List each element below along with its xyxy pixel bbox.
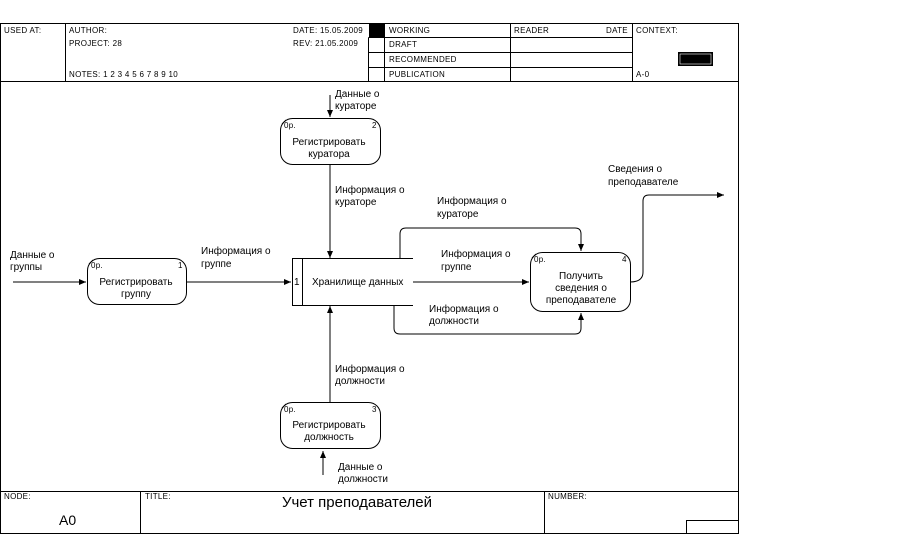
- arrow-store-info-position: [393, 306, 584, 335]
- box-curator-label-2: куратора: [308, 149, 350, 160]
- process-box-register-group[interactable]: 0р. 1 Регистрировать группу: [87, 258, 187, 305]
- box-curator-tag: 0р.: [284, 121, 296, 130]
- status-recommended: RECOMMENDED: [389, 55, 457, 64]
- box-info-tag: 0р.: [534, 255, 546, 264]
- store-info-curator-label-2: кураторе: [437, 209, 479, 220]
- diagram-body-frame: [0, 81, 739, 534]
- box-info-label-1: Получить: [559, 271, 603, 282]
- box-position-tag: 0р.: [284, 405, 296, 414]
- in-curator-label-2: кураторе: [335, 101, 377, 112]
- rev-label: REV: 21.05.2009: [293, 39, 358, 48]
- box-info-label-3: преподавателе: [546, 295, 617, 306]
- status-draft: DRAFT: [389, 40, 417, 49]
- box-curator-number: 2: [372, 121, 377, 130]
- title-label: TITLE:: [145, 492, 171, 501]
- box-position-label-1: Регистрировать: [292, 420, 365, 431]
- store-info-group-label-2: группе: [441, 262, 472, 273]
- reader-date-label: DATE: [606, 26, 628, 35]
- date-label: DATE: 15.05.2009: [293, 26, 363, 35]
- in-group-label-2: группы: [10, 262, 42, 273]
- position-store-label-2: должности: [335, 376, 385, 387]
- group-store-label-1: Информация о: [201, 245, 271, 257]
- store-info-group-label-1: Информация о: [441, 248, 511, 260]
- in-position-label-1: Данные о: [338, 462, 383, 473]
- in-curator-label-1: Данные о: [335, 89, 380, 100]
- curator-store-label-2: кураторе: [335, 197, 377, 208]
- context-node-ref: A-0: [636, 70, 650, 79]
- context-label: CONTEXT:: [636, 26, 678, 35]
- project-label: PROJECT: 28: [69, 39, 122, 48]
- node-label: NODE:: [4, 492, 31, 501]
- used-at-label: USED AT:: [4, 26, 41, 35]
- data-store[interactable]: 1 Хранилище данных: [292, 258, 414, 306]
- box-position-label-2: должность: [304, 432, 354, 443]
- store-info-curator-label-1: Информация о: [437, 195, 507, 207]
- box-group-label-2: группу: [121, 289, 151, 300]
- status-working: WORKING: [389, 26, 430, 35]
- store-info-position-label-1: Информация о: [429, 303, 499, 315]
- box-position-number: 3: [372, 405, 377, 414]
- box-group-label-1: Регистрировать: [99, 277, 172, 288]
- number-label: NUMBER:: [548, 492, 587, 501]
- in-position-label-2: должности: [338, 474, 388, 485]
- group-store-label-2: группе: [201, 259, 232, 270]
- context-thumbnail: [678, 52, 713, 66]
- position-store-label-1: Информация о: [335, 363, 405, 375]
- box-info-number: 4: [622, 255, 627, 264]
- footer-frame: [0, 491, 739, 534]
- node-value: A0: [59, 512, 76, 528]
- out-teacher-label-2: преподавателе: [608, 177, 679, 188]
- arrow-store-info-curator: [399, 227, 584, 258]
- notes-label: NOTES: 1 2 3 4 5 6 7 8 9 10: [69, 70, 178, 79]
- box-info-label-2: сведения о: [555, 283, 607, 294]
- out-teacher-label-1: Сведения о: [608, 164, 662, 175]
- arrow-labels: Данные о кураторе Информация о кураторе …: [10, 89, 679, 485]
- author-label: AUTHOR:: [69, 26, 107, 35]
- data-store-label: Хранилище данных: [312, 277, 403, 288]
- process-box-register-curator[interactable]: 0р. 2 Регистрировать куратора: [280, 118, 381, 165]
- box-group-tag: 0р.: [91, 261, 103, 270]
- store-info-position-label-2: должности: [429, 316, 479, 327]
- arrow-out-teacher: [629, 192, 724, 283]
- status-publication: PUBLICATION: [389, 70, 445, 79]
- curator-store-label-1: Информация о: [335, 184, 405, 196]
- box-curator-label-1: Регистрировать: [292, 137, 365, 148]
- data-store-number: 1: [294, 277, 300, 288]
- reader-label: READER: [514, 26, 549, 35]
- working-status-marker: [369, 24, 384, 37]
- diagram-title: Учет преподавателей: [282, 494, 432, 511]
- box-group-number: 1: [178, 261, 183, 270]
- in-group-label-1: Данные о: [10, 250, 55, 261]
- process-box-register-position[interactable]: 0р. 3 Регистрировать должность: [280, 402, 381, 449]
- process-box-get-teacher-info[interactable]: 0р. 4 Получить сведения о преподавателе: [530, 252, 631, 312]
